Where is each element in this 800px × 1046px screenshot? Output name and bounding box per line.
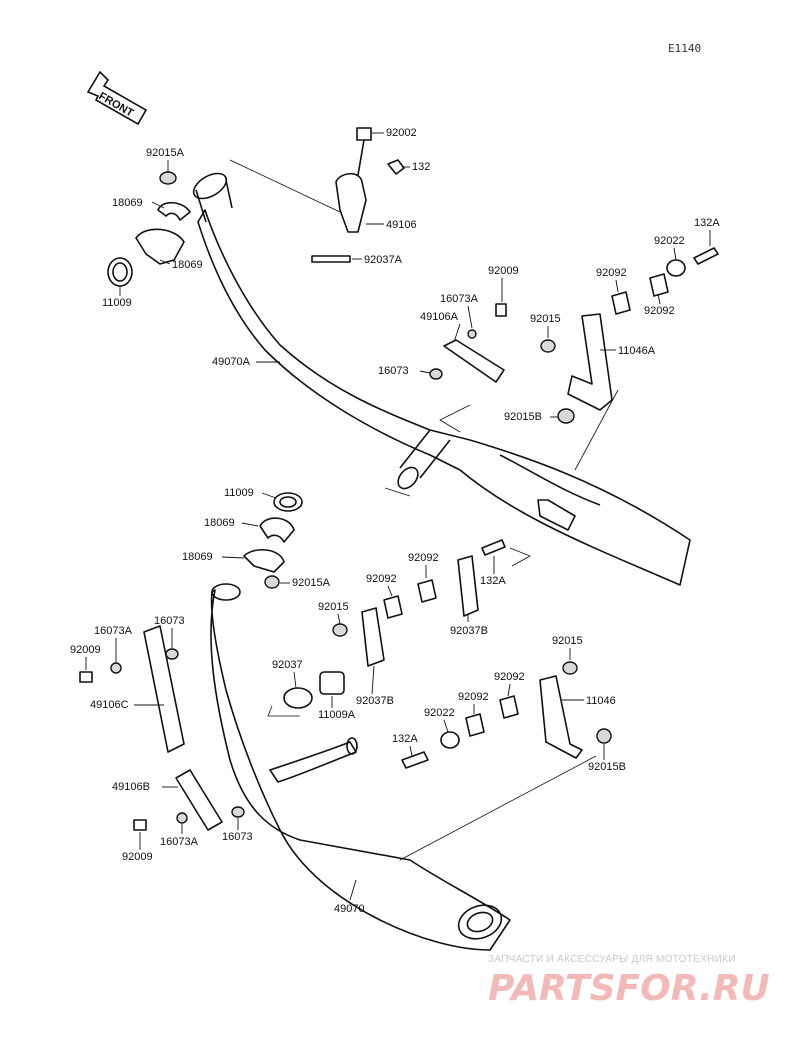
label-92092-top2: 92092 (644, 305, 675, 317)
label-92015A-top: 92015A (146, 147, 185, 159)
label-92037A: 92037A (364, 254, 403, 266)
label-49106: 49106 (386, 219, 417, 231)
label-16073-top: 16073 (378, 365, 409, 377)
label-132A-low: 132A (392, 733, 418, 745)
lower-hardware (79, 492, 612, 831)
label-92037: 92037 (272, 659, 303, 671)
label-92022-low: 92022 (424, 707, 455, 719)
diagram-code: E1140 (668, 42, 701, 55)
label-92092-low2: 92092 (458, 691, 489, 703)
label-92015B-low: 92015B (588, 761, 626, 773)
part-labels: 92002 132 92015A 18069 18069 11009 49106… (70, 127, 720, 915)
label-132A-top: 132A (694, 217, 720, 229)
front-arrow-icon: FRONT (86, 70, 148, 126)
label-92015-top: 92015 (530, 313, 561, 325)
label-92009-left: 92009 (70, 644, 101, 656)
label-92009-top: 92009 (488, 265, 519, 277)
label-92015-mid: 92015 (318, 601, 349, 613)
label-92092-mid1: 92092 (408, 552, 439, 564)
label-92092-low1: 92092 (494, 671, 525, 683)
label-11009-mid: 11009 (224, 487, 254, 499)
label-49106C: 49106C (90, 699, 129, 711)
label-92092-mid2: 92092 (366, 573, 397, 585)
label-11009A: 11009A (318, 709, 356, 721)
label-16073A-top: 16073A (440, 293, 479, 305)
label-16073A-bottom: 16073A (160, 836, 199, 848)
label-92015A-mid: 92015A (292, 577, 331, 589)
label-92092-top1: 92092 (596, 267, 627, 279)
label-92002: 92002 (386, 127, 417, 139)
label-132A-mid: 132A (480, 575, 506, 587)
label-11046A: 11046A (618, 345, 656, 357)
label-16073-bottom: 16073 (222, 831, 253, 843)
label-18069-b: 18069 (172, 259, 203, 271)
label-92022-top: 92022 (654, 235, 685, 247)
label-49106A: 49106A (420, 311, 459, 323)
label-18069-a: 18069 (112, 197, 143, 209)
label-92009-bottom: 92009 (122, 851, 153, 863)
label-92015-right: 92015 (552, 635, 583, 647)
watermark-tagline: ЗАПЧАСТИ И АКСЕССУАРЫ ДЛЯ МОТОТЕХНИКИ (488, 954, 736, 965)
label-11009-top: 11009 (102, 297, 132, 309)
label-18069-c: 18069 (204, 517, 235, 529)
label-132: 132 (412, 161, 430, 173)
label-16073-left: 16073 (154, 615, 185, 627)
lower-exhaust-pipe (210, 583, 511, 951)
label-18069-d: 18069 (182, 551, 213, 563)
label-49070A: 49070A (212, 356, 251, 368)
label-49070: 49070 (334, 903, 365, 915)
label-49106B: 49106B (112, 781, 150, 793)
watermark-logo: PARTSFOR.RU (488, 968, 770, 1009)
label-11046: 11046 (586, 695, 616, 707)
label-92037B-a: 92037B (450, 625, 488, 637)
label-16073A-left: 16073A (94, 625, 133, 637)
upper-exhaust-pipe (192, 172, 691, 586)
label-92037B-b: 92037B (356, 695, 394, 707)
label-92015B-top: 92015B (504, 411, 542, 423)
upper-hardware (107, 127, 719, 424)
